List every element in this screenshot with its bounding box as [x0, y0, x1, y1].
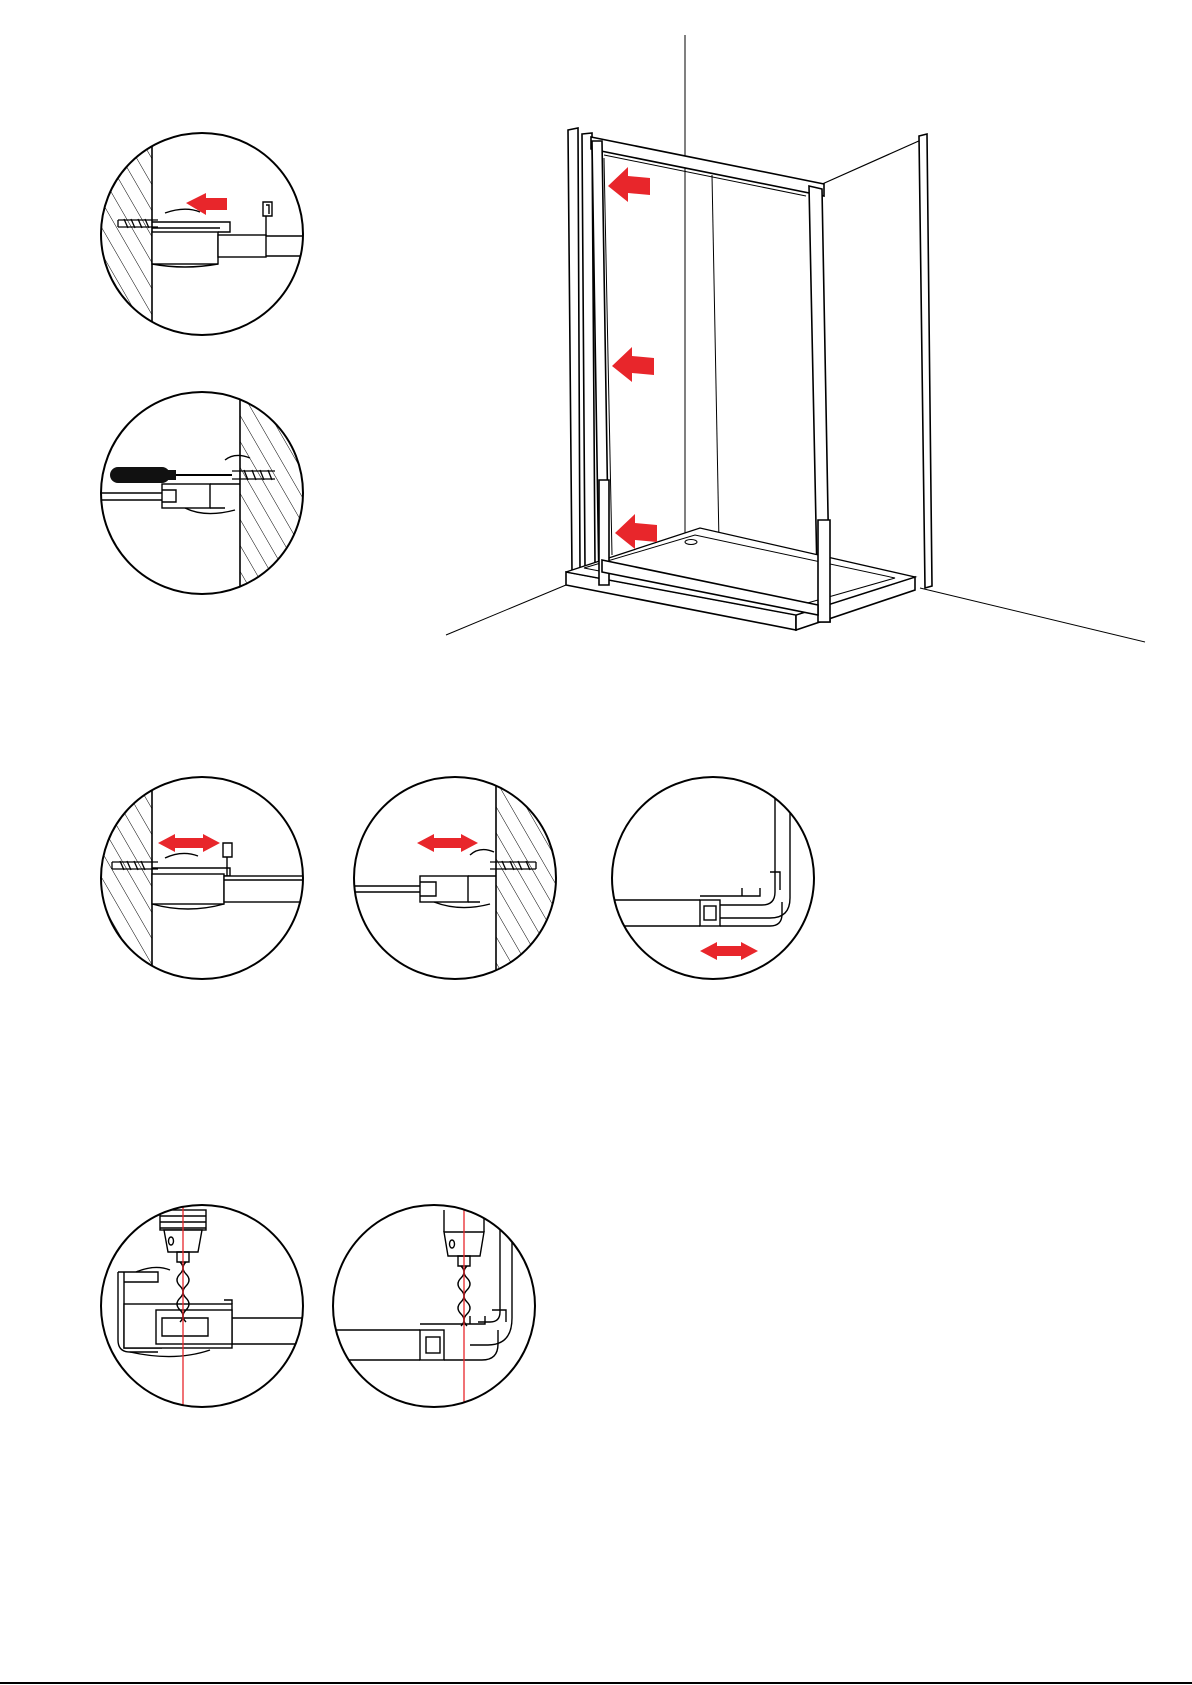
arrow-left-icon	[158, 834, 190, 852]
detail-drill-corner	[330, 1200, 535, 1410]
arrow-right-icon	[448, 834, 478, 852]
detail-drill-wall	[101, 1200, 310, 1410]
detail-adjust-right	[350, 770, 566, 990]
screwdriver-icon	[110, 467, 232, 483]
arrow-left-icon	[612, 347, 654, 382]
arrow-left-icon	[186, 193, 227, 215]
arrow-left-icon	[608, 167, 650, 202]
main-enclosure-illustration	[446, 35, 1145, 642]
detail-adjust-corner	[600, 770, 814, 979]
detail-wall-fix-left	[90, 120, 310, 350]
detail-adjust-left	[90, 770, 314, 990]
main-arrows	[608, 167, 657, 549]
arrow-left-icon	[700, 942, 730, 960]
arrow-left-icon	[417, 834, 448, 852]
arrow-right-icon	[730, 942, 758, 960]
detail-screw-right	[100, 380, 310, 610]
arrow-right-icon	[190, 834, 220, 852]
